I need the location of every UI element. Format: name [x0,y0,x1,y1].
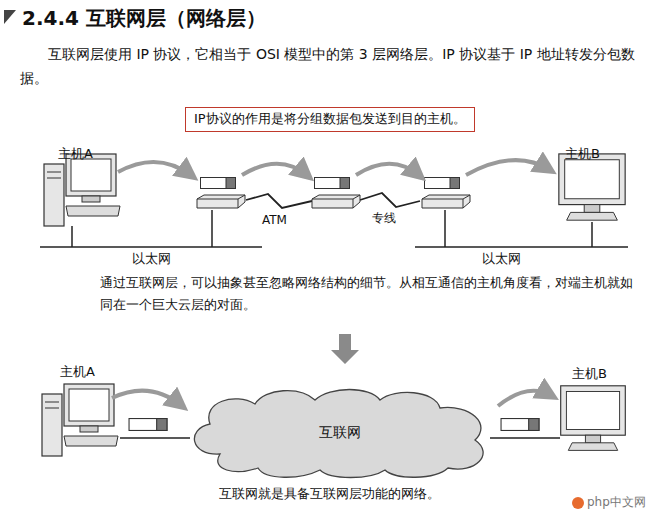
cloud-label: 互联网 [319,423,361,441]
internet-cloud: 互联网 [180,384,500,480]
section-title: 2.4.4 互联网层（网络层） [22,5,266,31]
box-text: IP协议的作用是将分组数据包发送到目的主机。 [194,111,466,128]
host-label: 主机B [572,366,607,383]
link-label: 专线 [372,211,396,227]
highlight-box: IP协议的作用是将分组数据包发送到目的主机。 [185,107,475,132]
network-label: 以太网 [482,251,521,268]
figure-caption: 互联网就是具备互联网层功能的网络。 [0,486,659,503]
host-label: 主机A [60,364,95,381]
description-text: 通过互联网层，可以抽象甚至忽略网络结构的细节。从相互通信的主机角度看，对端主机就… [100,272,645,316]
host-label: 主机B [565,146,600,163]
watermark: php中文网 [587,495,646,511]
link-label: ATM [262,213,287,229]
host-label: 主机A [58,146,93,163]
network-label: 以太网 [132,251,171,268]
body-paragraph: 互联网层使用 IP 协议，它相当于 OSI 模型中的第 3 层网络层。IP 协议… [20,42,645,90]
